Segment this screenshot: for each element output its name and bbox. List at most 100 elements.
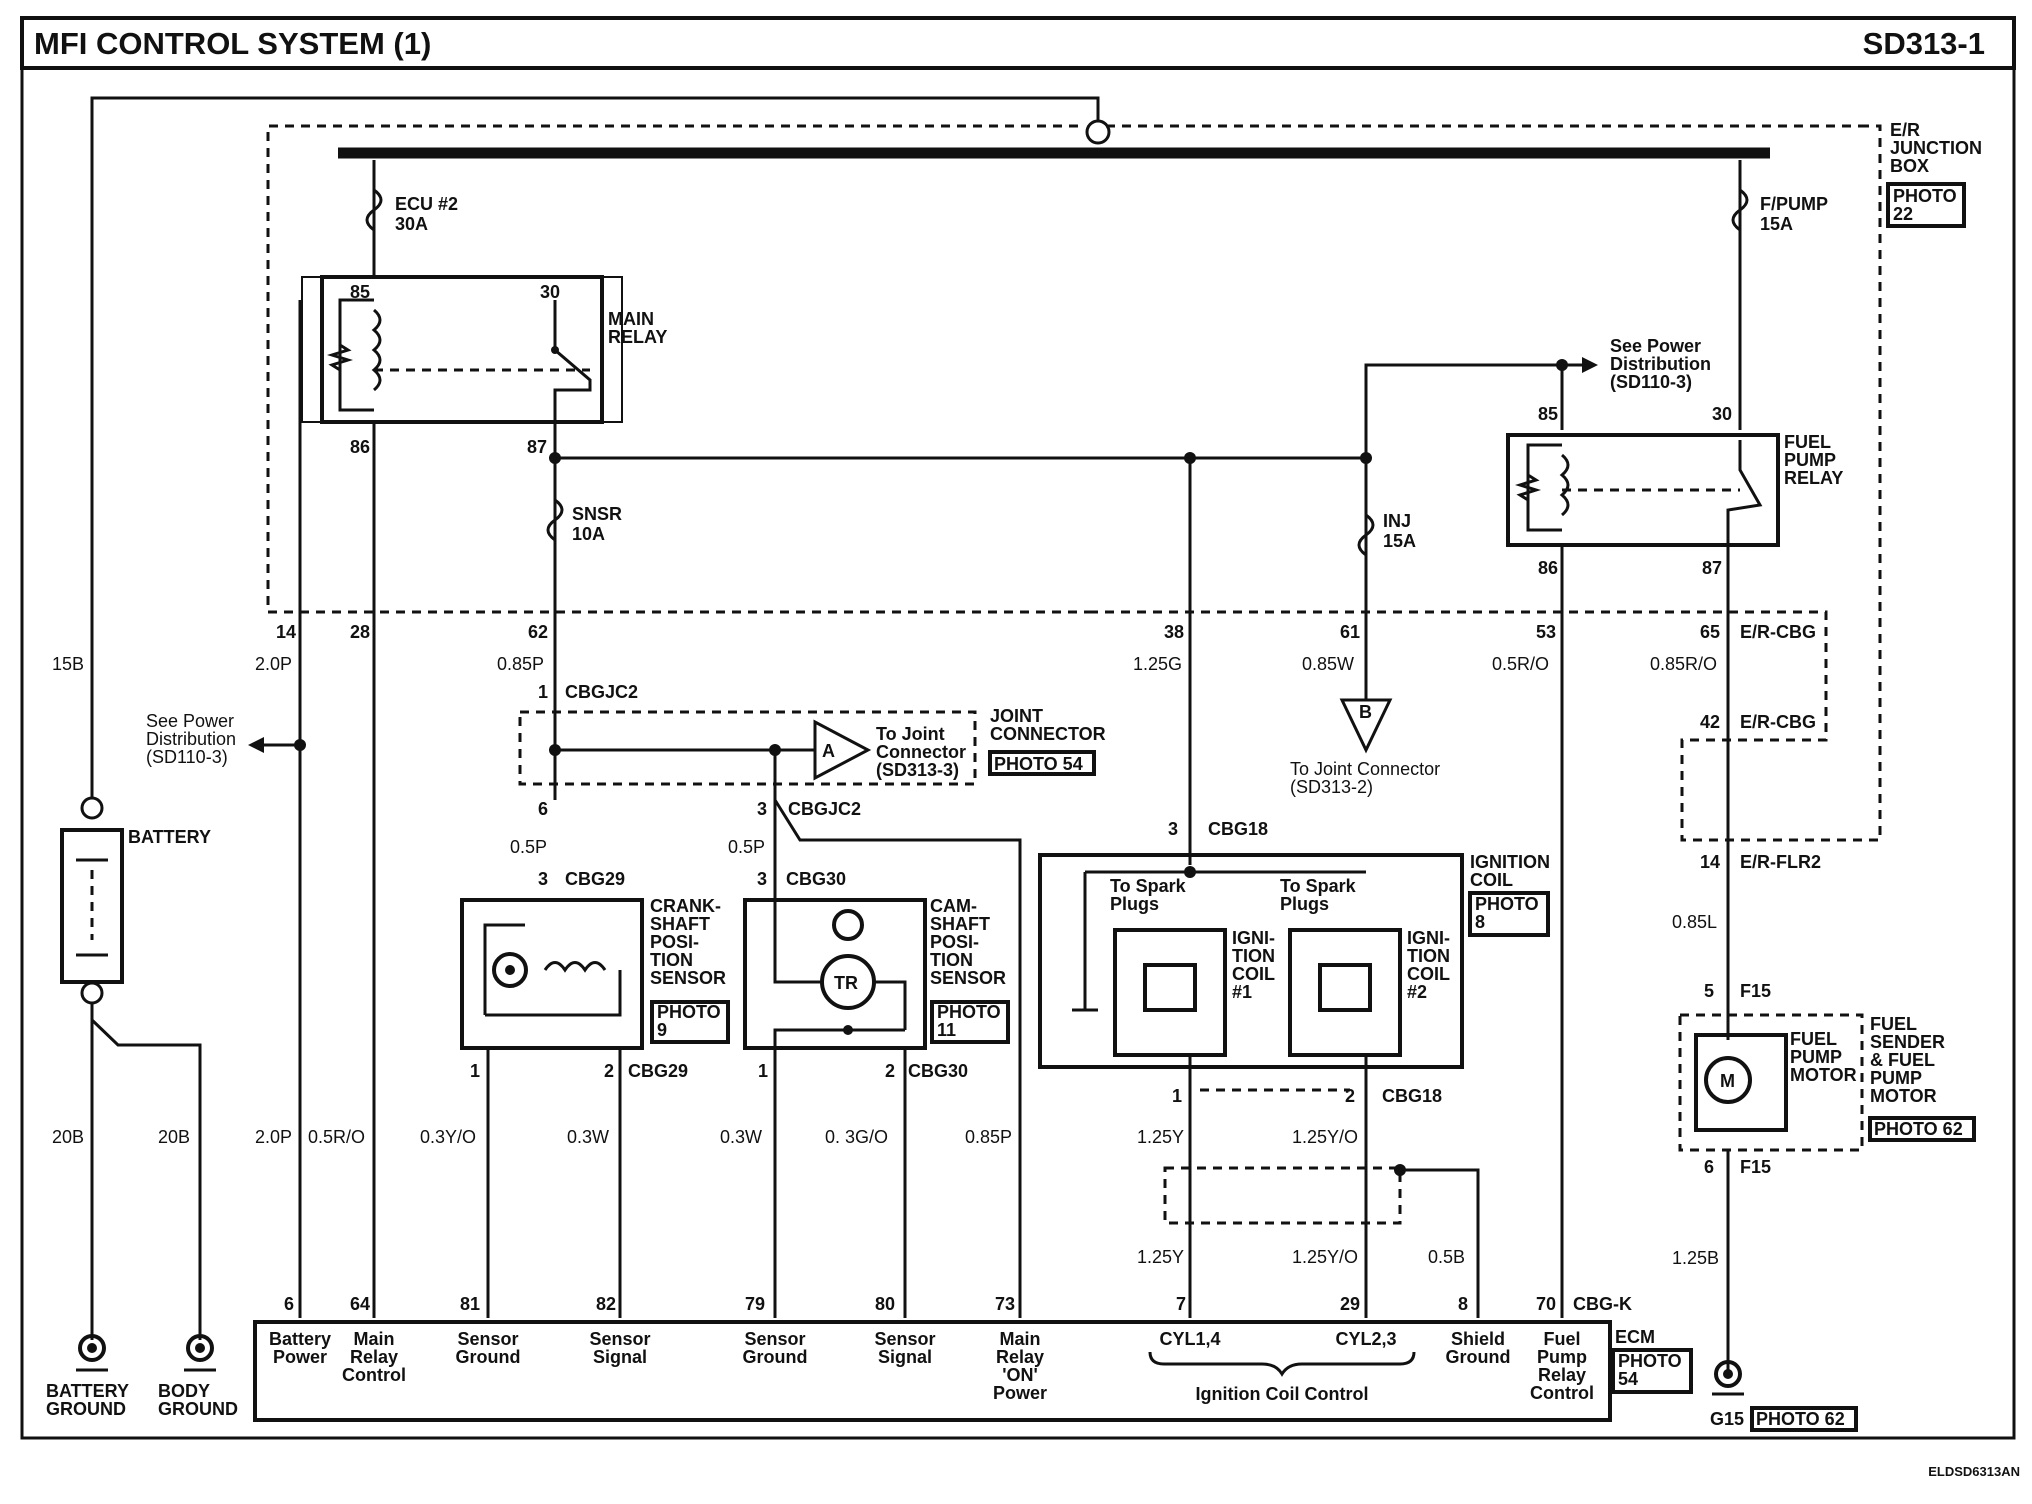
joint-b-triangle [1339, 698, 1393, 754]
crank-sensor-lead-2 [485, 970, 622, 1017]
cam-sensor-lead-2 [874, 980, 907, 1030]
fuel-wire-mid: 0.85L [1672, 912, 1717, 932]
fuel-photo-box [1868, 1116, 1976, 1142]
cam-sensor-lead-1 [773, 900, 822, 984]
pin-53: 53 [1536, 622, 1556, 642]
diagram-frame [20, 66, 2016, 1440]
ecm-box [253, 1320, 1612, 1422]
ign-coil1-core [1143, 963, 1197, 1012]
fuel-pump-relay-coil-loop [1526, 443, 1562, 532]
ecm-label: ECM [1615, 1327, 1655, 1347]
page-code: SD313-1 [1863, 26, 1985, 61]
wire-color-62: 0.85P [497, 654, 544, 674]
cam-conn-top: CBG30 [786, 869, 846, 889]
g15-ground-dot [1723, 1369, 1733, 1379]
ecm-pin-73: 73 [995, 1294, 1015, 1314]
fpump-fuse-rating: 15A [1760, 214, 1793, 234]
battery-neg-terminal [80, 981, 104, 1005]
lower-wire-9: 1.25Y [1137, 1247, 1184, 1267]
fuel-motor-symbol: M [1720, 1071, 1735, 1091]
wire-color-38: 1.25G [1133, 654, 1182, 674]
lower-wire-0: 2.0P [255, 1127, 292, 1147]
ecm-pin-70: 70 [1536, 1294, 1556, 1314]
cam-pin-1: 1 [758, 1061, 768, 1081]
main-relay-pin-87: 87 [527, 437, 547, 457]
main-relay-coil [371, 308, 382, 392]
wire-color-14: 2.0P [255, 654, 292, 674]
crank-pin-1: 1 [470, 1061, 480, 1081]
joint-pin-3: 3 [757, 799, 767, 819]
battery-pos-terminal [80, 796, 104, 820]
shield-box [1163, 1166, 1402, 1225]
pin-14: 14 [276, 622, 296, 642]
crank-pin-top: 3 [538, 869, 548, 889]
g15-label: G15 [1710, 1409, 1744, 1429]
joint-photo: PHOTO 54 [994, 754, 1083, 774]
fuel-pump-relay-coil [1559, 453, 1570, 517]
conn-65: E/R-CBG [1740, 622, 1816, 642]
g15-photo-box [1750, 1406, 1858, 1432]
main-relay-pin-85: 85 [350, 282, 370, 302]
main-relay-pin-30: 30 [540, 282, 560, 302]
pin-38: 38 [1164, 622, 1184, 642]
inj-fuse-name: INJ [1383, 511, 1411, 531]
ecm-photo-box [1611, 1348, 1693, 1394]
joint-conn-1: CBGJC2 [565, 682, 638, 702]
battery-ground-symbol [78, 1334, 106, 1362]
crank-sensor-lead-1 [483, 923, 525, 1015]
main-relay-pin-86: 86 [350, 437, 370, 457]
cam-conn-bottom: CBG30 [908, 1061, 968, 1081]
ignition-control-brace [1148, 1351, 1416, 1377]
g15-ground-symbol [1714, 1360, 1742, 1388]
wire-73 [773, 799, 1022, 1318]
pin-28: 28 [350, 622, 370, 642]
main-relay-resistor [326, 343, 354, 372]
junction-box-outline-right [1090, 124, 1882, 842]
crank-sensor-magnet [492, 952, 528, 988]
main-relay-outer [301, 276, 623, 423]
wire-color-61: 0.85W [1302, 654, 1354, 674]
ecm-pin-6: 6 [284, 1294, 294, 1314]
cam-sensor-hall [832, 909, 864, 941]
crank-sensor-box [460, 898, 644, 1050]
fuel-conn-top: E/R-FLR2 [1740, 852, 1821, 872]
lower-wire-4: 0.3W [720, 1127, 762, 1147]
fuel-pump-relay-resistor [1514, 473, 1542, 502]
snsr-fuse-name: SNSR [572, 504, 622, 524]
cam-pin-2: 2 [885, 1061, 895, 1081]
fuel-wire-out: 1.25B [1672, 1248, 1719, 1268]
g15-photo: PHOTO 62 [1756, 1409, 1845, 1429]
fuel-pump-motor-box [1694, 1033, 1788, 1132]
page-title: MFI CONTROL SYSTEM (1) [34, 26, 431, 61]
lower-wire-7: 1.25Y [1137, 1127, 1184, 1147]
cam-sensor-lead-3 [773, 1028, 905, 1048]
lower-wire-10: 1.25Y/O [1292, 1247, 1358, 1267]
wire-color-53: 0.5R/O [1492, 654, 1549, 674]
ign-pin-1: 1 [1172, 1086, 1182, 1106]
cam-sensor-box [743, 898, 927, 1050]
crank-sensor-magnet-dot [505, 965, 515, 975]
ecu-fuse-rating: 30A [395, 214, 428, 234]
ecm-pin-8: 8 [1458, 1294, 1468, 1314]
fuel-pump-relay-pin-87: 87 [1702, 558, 1722, 578]
pin-61: 61 [1340, 622, 1360, 642]
ground-wire-1: 20B [52, 1127, 84, 1147]
main-relay-contact-dot [551, 346, 559, 354]
joint-b-letter: B [1359, 702, 1372, 722]
lower-wire-6: 0.85P [965, 1127, 1012, 1147]
